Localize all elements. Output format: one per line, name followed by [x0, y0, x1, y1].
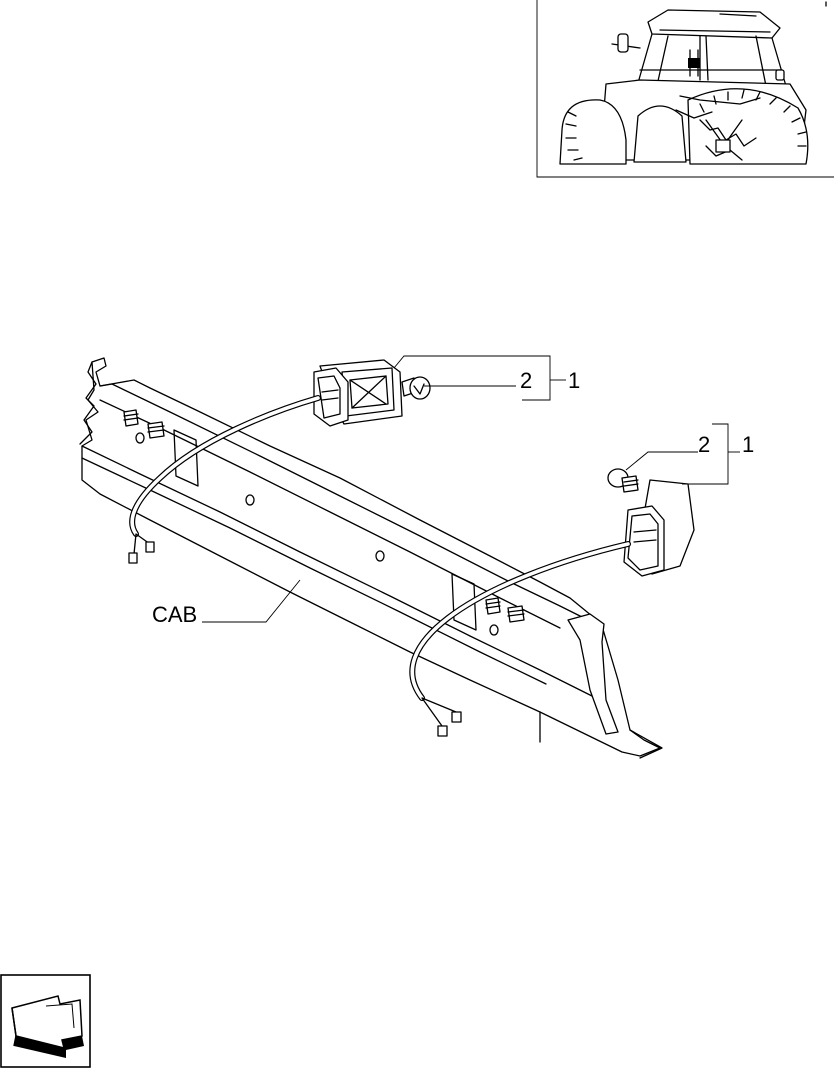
lower-rear-lamp — [623, 479, 695, 577]
callout-group-upper: 2 1 — [393, 355, 580, 401]
callout-group-cab: CAB — [152, 579, 301, 627]
upper-wire-harness — [128, 395, 321, 564]
lower-bulb — [607, 468, 639, 493]
upper-bulb — [401, 376, 431, 400]
lower-wire-harness — [409, 541, 631, 737]
callout-upper-part: 2 — [520, 368, 532, 393]
back-arrow-icon[interactable] — [0, 974, 91, 1068]
callout-lower-assembly: 1 — [742, 432, 754, 457]
mounting-stud-right — [485, 597, 525, 623]
tractor-rear-view-icon — [559, 9, 809, 165]
callout-cab-label: CAB — [152, 602, 197, 627]
callout-group-lower: 2 1 — [625, 423, 754, 485]
upper-rear-lamp — [313, 359, 403, 427]
mounting-stud-left — [123, 409, 165, 439]
callout-upper-assembly: 1 — [568, 368, 580, 393]
callout-lower-part: 2 — [698, 432, 710, 457]
reference-thumbnail — [536, 0, 834, 178]
